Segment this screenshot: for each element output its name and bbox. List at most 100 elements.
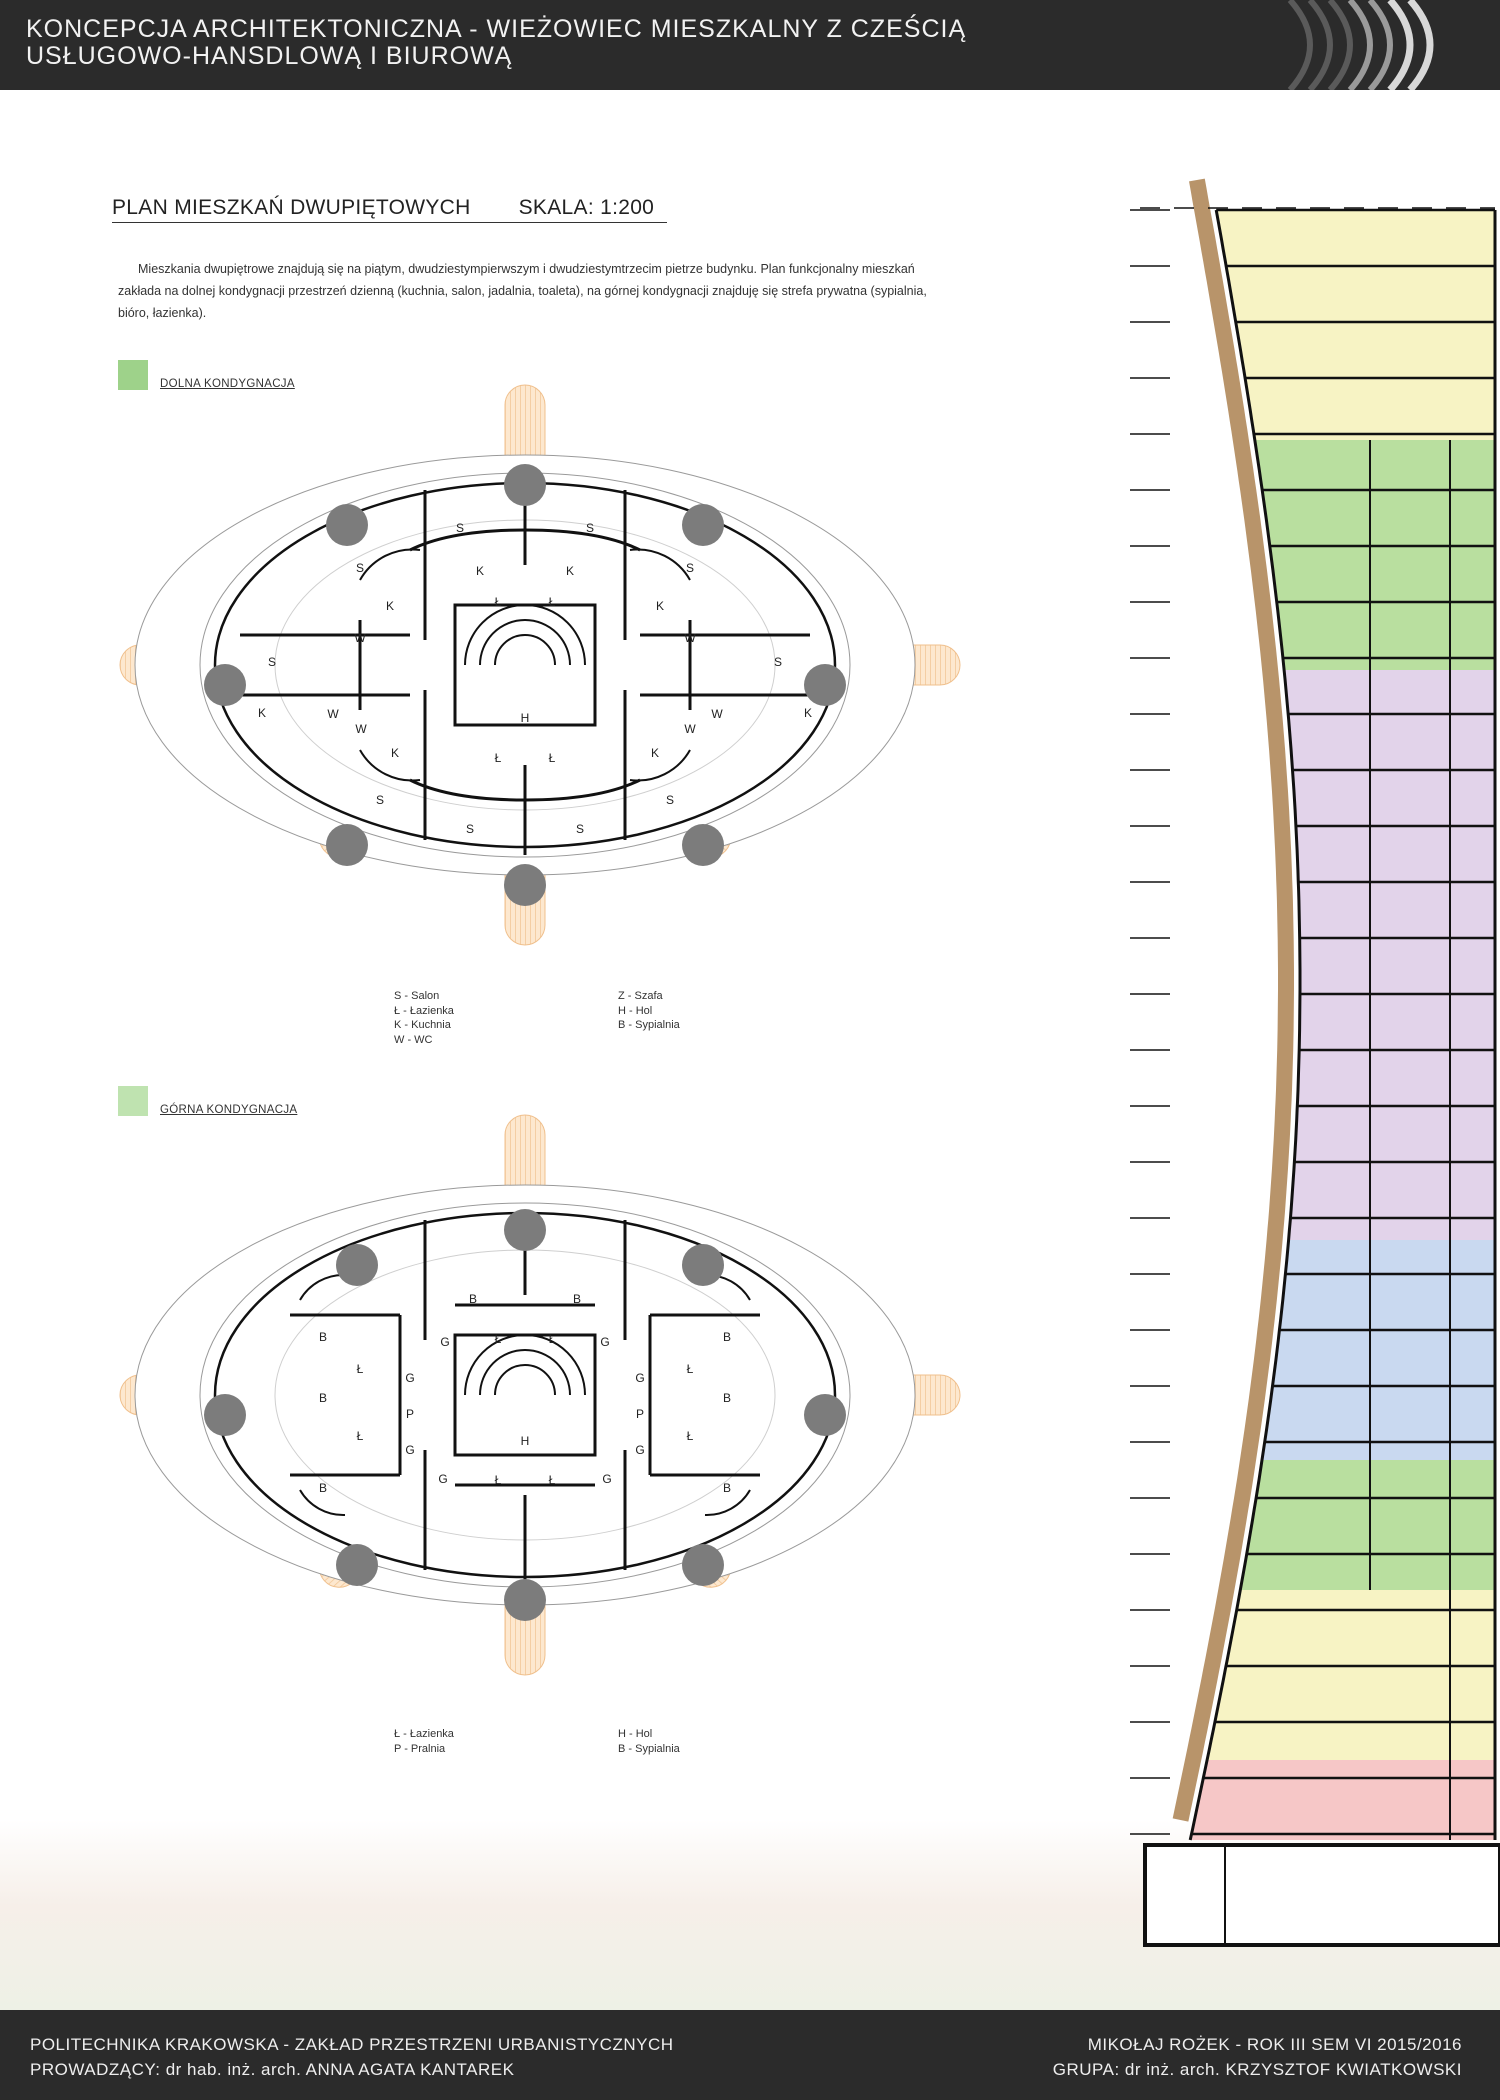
svg-text:Ł: Ł [549,1332,556,1346]
svg-text:W: W [684,722,696,736]
svg-text:Ł: Ł [549,595,556,609]
svg-text:Ł: Ł [495,595,502,609]
section-band-purple [1284,670,1495,1240]
section-band-green [1254,440,1495,670]
header-bar: KONCEPCJA ARCHITEKTONICZNA - WIEŻOWIEC M… [0,0,1500,90]
svg-text:W: W [327,707,339,721]
svg-text:P: P [636,1407,644,1421]
header-title-line1: KONCEPCJA ARCHITEKTONICZNA - WIEŻOWIEC M… [26,15,967,43]
legend-item: H - Hol [618,1728,653,1740]
section-band-blue [1262,1240,1495,1460]
svg-text:S: S [466,822,474,836]
svg-text:P: P [406,1407,414,1421]
lower-room-labels: S S S S S S S S S S K K K K K K K K W W … [258,521,812,836]
legend-item: B - Sypialnia [618,1019,680,1031]
svg-text:G: G [600,1335,609,1349]
building-section [1130,178,1500,1947]
legend-item: Ł - Łazienka [394,1004,454,1017]
svg-text:K: K [566,564,574,578]
svg-text:G: G [440,1335,449,1349]
svg-text:S: S [456,521,464,535]
svg-text:S: S [686,561,694,575]
plan-title-text: PLAN MIESZKAŃ DWUPIĘTOWYCH [112,196,471,219]
svg-text:B: B [723,1481,731,1495]
svg-text:W: W [684,631,696,645]
svg-text:Ł: Ł [357,1429,364,1443]
svg-text:H: H [521,1434,530,1448]
svg-text:K: K [656,599,664,613]
section-band-green [1240,1460,1495,1590]
upper-level-swatch [118,1086,148,1116]
svg-text:Ł: Ł [495,1473,502,1487]
svg-text:K: K [804,706,812,720]
facade-edge [1188,209,1302,1841]
upper-room-labels: B B B B B B B B G G G G G G G G Ł Ł Ł Ł … [319,1292,731,1495]
plan-description: Mieszkania dwupiętrowe znajdują się na p… [118,262,927,320]
svg-text:S: S [576,822,584,836]
svg-text:G: G [438,1472,447,1486]
svg-text:K: K [386,599,394,613]
svg-text:S: S [356,561,364,575]
svg-text:S: S [774,655,782,669]
title-underline [112,222,667,223]
header-title-line2: USŁUGOWO-HANSDLOWĄ I BIUROWĄ [26,42,513,70]
svg-text:W: W [711,707,723,721]
svg-text:K: K [258,706,266,720]
section-band-yellow [1207,1590,1495,1760]
svg-text:B: B [469,1292,477,1306]
footer-group: GRUPA: dr inż. arch. KRZYSZTOF KWIATKOWS… [1052,2060,1462,2079]
columns [204,464,846,906]
upper-level-label: GÓRNA KONDYGNACJA [160,1104,298,1116]
svg-text:G: G [635,1443,644,1457]
upper-legend-left: Ł - Łazienka P - Pralnia [394,1727,454,1756]
svg-text:Ł: Ł [495,1332,502,1346]
svg-text:Ł: Ł [687,1362,694,1376]
svg-text:S: S [268,655,276,669]
building-base [1143,1843,1500,1947]
legend-item: W - WC [394,1033,433,1046]
svg-text:Ł: Ł [495,751,502,765]
svg-text:S: S [586,521,594,535]
header-title: KONCEPCJA ARCHITEKTONICZNA - WIEŻOWIEC M… [26,16,1006,70]
svg-text:G: G [602,1472,611,1486]
svg-text:B: B [319,1330,327,1344]
footer-bar: POLITECHNIKA KRAKOWSKA - ZAKŁAD PRZESTRZ… [0,2010,1500,2100]
svg-text:K: K [391,746,399,760]
footer-institution: POLITECHNIKA KRAKOWSKA - ZAKŁAD PRZESTRZ… [30,2035,674,2054]
svg-text:W: W [354,631,366,645]
legend-item: H - Hol [618,1004,653,1017]
lower-level-swatch [118,360,148,390]
svg-text:B: B [319,1391,327,1405]
lower-legend-right: Z - Szafa H - Hol B - Sypialnia [618,989,680,1033]
svg-text:G: G [405,1443,414,1457]
section-band-yellow [1216,210,1495,440]
svg-text:W: W [355,722,367,736]
header-decoration-arcs [1287,0,1434,90]
upper-floor-plan: B B B B B B B B G G G G G G G G Ł Ł Ł Ł … [119,1114,961,1676]
legend-item: Z - Szafa [618,990,663,1002]
svg-text:K: K [651,746,659,760]
legend-item: Ł - Łazienka [394,1728,454,1740]
section-band-pink [1190,1760,1495,1840]
svg-text:B: B [723,1330,731,1344]
lower-level-label: DOLNA KONDYGNACJA [160,378,295,390]
svg-text:Ł: Ł [687,1429,694,1443]
footer-supervisor: PROWADZĄCY: dr hab. inż. arch. ANNA AGAT… [30,2060,515,2079]
svg-text:K: K [476,564,484,578]
footer-author: MIKOŁAJ ROŻEK - ROK III SEM VI 2015/2016 [1087,2035,1462,2054]
plan-title: PLAN MIESZKAŃ DWUPIĘTOWYCH SKALA: 1:200 [112,196,654,220]
lower-legend-left: S - Salon Ł - Łazienka K - Kuchnia W - W… [394,989,454,1047]
svg-text:Ł: Ł [549,1473,556,1487]
legend-item: B - Sypialnia [618,1742,680,1755]
svg-text:B: B [319,1481,327,1495]
svg-text:G: G [635,1371,644,1385]
legend-item: K - Kuchnia [394,1019,451,1031]
svg-text:G: G [405,1371,414,1385]
plan-scale: SKALA: 1:200 [518,196,655,219]
svg-text:H: H [521,711,530,725]
facade-fins [1172,178,1294,1822]
legend-item: P - Pralnia [394,1742,446,1755]
svg-text:B: B [573,1292,581,1306]
upper-legend-right: H - Hol B - Sypialnia [618,1727,680,1756]
svg-text:S: S [376,793,384,807]
